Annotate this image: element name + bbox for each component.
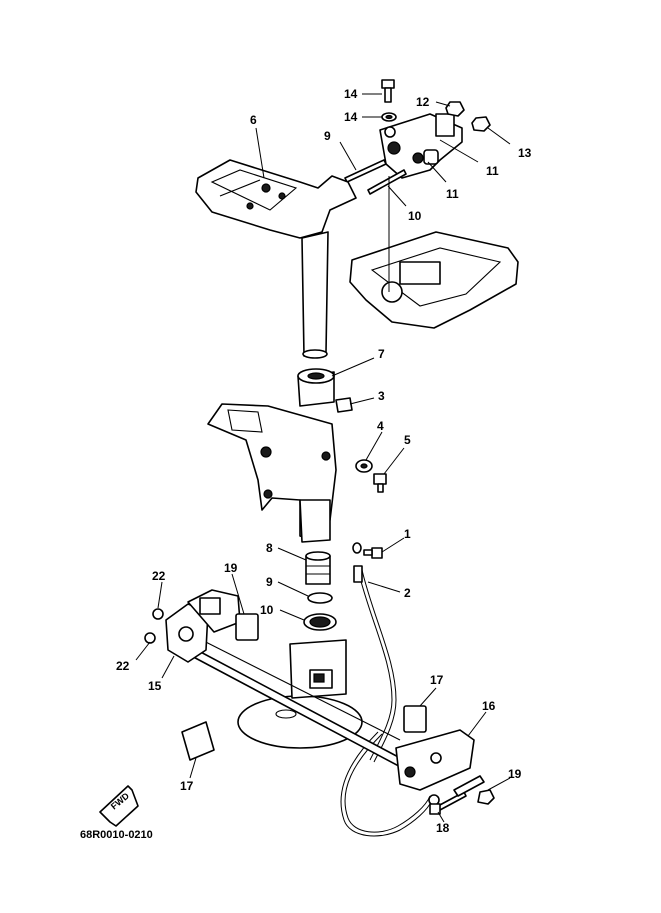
callout-14-upper: 12 — [416, 95, 430, 109]
part-4-collar — [355, 459, 373, 473]
callout-21: 19 — [508, 767, 522, 781]
callout-8: 8 — [266, 541, 273, 555]
callout-6: 6 — [250, 113, 257, 127]
callout-17-right: 16 — [482, 699, 496, 713]
part-5-bolt — [373, 473, 387, 493]
fwd-arrow-icon: FWD — [99, 785, 139, 827]
callout-5: 5 — [404, 433, 411, 447]
swivel-bracket — [207, 403, 337, 543]
leader-lines — [135, 93, 511, 823]
callout-labels: 14 14 12 13 11 11 9 10 6 7 3 4 5 1 2 8 9… — [116, 87, 532, 835]
part-1-bolt — [352, 542, 383, 559]
part-9-o-ring — [307, 592, 333, 604]
callout-10: 10 — [260, 603, 274, 617]
callout-1: 1 — [404, 527, 411, 541]
callout-17-left: 15 — [148, 679, 162, 693]
lower-mount-plate — [237, 639, 363, 749]
callout-14-right: 13 — [518, 146, 532, 160]
callout-19-right: 17 — [430, 673, 444, 687]
part-2-ground-cable — [340, 565, 440, 837]
part-14-nut-right — [471, 116, 491, 132]
part-16-washer — [381, 112, 397, 122]
part-7-bushing — [297, 368, 335, 407]
part-19-left-grommet — [235, 613, 259, 641]
callout-12: 11 — [446, 187, 459, 201]
part-10-seal — [303, 613, 337, 631]
callout-22-lower: 22 — [116, 659, 130, 673]
callout-11-lower: 10 — [408, 209, 422, 223]
callout-7: 7 — [378, 347, 385, 361]
part-19-right-grommet — [403, 705, 427, 733]
part-22-nut-lower — [144, 632, 156, 644]
callout-16: 14 — [344, 110, 358, 124]
part-17-right-mount — [395, 729, 475, 791]
part-8-bushing — [305, 551, 331, 585]
callout-9: 9 — [266, 575, 273, 589]
callout-19-left: 19 — [224, 561, 238, 575]
part-17-left-mount — [165, 589, 241, 663]
part-22-nut-upper — [152, 608, 164, 620]
callout-13: 11 — [486, 164, 499, 178]
callout-4: 4 — [377, 419, 384, 433]
part-3-plate — [335, 397, 353, 413]
part-11-stud-upper — [344, 159, 387, 183]
part-6-steering-arm — [195, 159, 357, 239]
part-13-upper-bracket — [379, 113, 463, 179]
part-15-bolt — [381, 79, 395, 103]
steering-shaft — [301, 231, 329, 359]
part-11-stud-lower — [367, 169, 407, 195]
drawing-code: 68R0010-0210 — [80, 829, 153, 841]
part-20-bolt — [429, 791, 467, 815]
callout-18: 17 — [180, 779, 194, 793]
callout-11-upper: 9 — [324, 129, 331, 143]
part-14-nut-left — [445, 101, 465, 117]
callout-20: 18 — [436, 821, 450, 835]
callout-22-upper: 22 — [152, 569, 166, 583]
part-18-stopper — [181, 721, 215, 761]
callout-2: 2 — [404, 586, 411, 600]
engine-mount-casting — [349, 176, 519, 329]
part-12-bushing — [423, 149, 439, 165]
callout-3: 3 — [378, 389, 385, 403]
callout-15: 14 — [344, 87, 358, 101]
